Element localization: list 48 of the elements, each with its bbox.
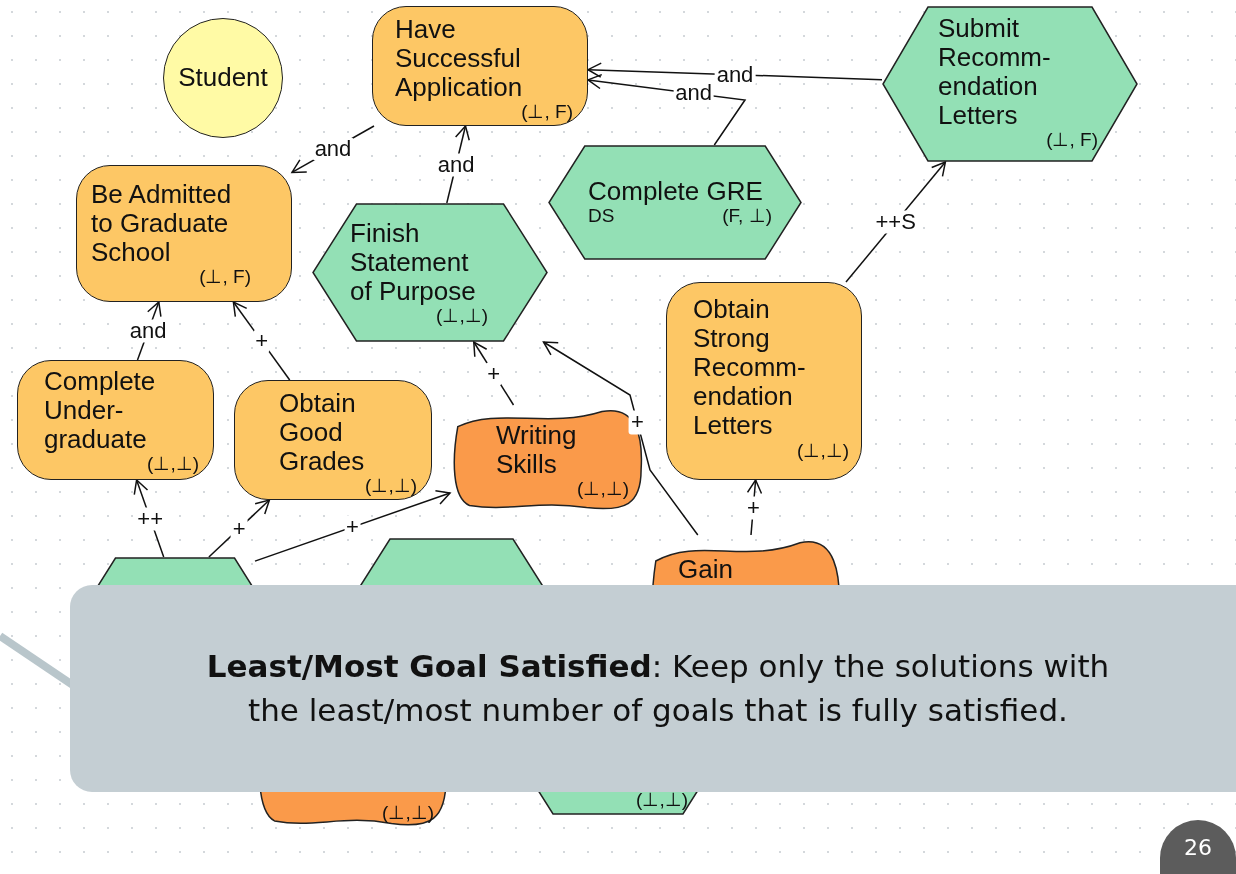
evaluation-label: (⊥,⊥): [577, 479, 629, 501]
node-label: Be Admitted to Graduate School: [91, 180, 233, 268]
goal-box: [372, 6, 588, 126]
edge-label: +: [253, 329, 270, 353]
task-hexagon: [312, 203, 548, 342]
edge-label: and: [714, 63, 756, 87]
task-hexagon: [548, 145, 802, 260]
arrow: [542, 341, 699, 536]
node-label: Have Successful Application: [395, 15, 524, 103]
evaluation-label: (F, ⊥): [722, 206, 772, 227]
edge-label: +: [628, 410, 646, 434]
edge-label: and: [435, 152, 477, 177]
goal-box: [666, 282, 862, 480]
evaluation-label: (⊥,⊥): [797, 440, 849, 462]
edge-label: +: [230, 516, 248, 541]
arrow: [232, 301, 291, 381]
node-label: Student: [178, 63, 268, 93]
goal-box: [76, 165, 292, 302]
node-label: Gain: [678, 555, 734, 585]
evaluation-label: (⊥,⊥): [636, 790, 688, 811]
evaluation-label: (⊥,⊥): [147, 454, 199, 476]
callout-text: Least/Most Goal Satisfied: Keep only the solutions with the least/most number of goals that is fully satisfied.: [205, 647, 1111, 730]
evaluation-label: (⊥,⊥): [382, 803, 434, 824]
arrow: [208, 499, 271, 558]
node-label: Complete Under- graduate: [44, 367, 157, 455]
node-label: Finish Statement of Purpose: [350, 219, 477, 307]
edge-label: and: [127, 319, 169, 343]
page-number: 26: [1160, 820, 1236, 874]
edge-label: ++S: [873, 210, 918, 234]
node-label: Obtain Good Grades: [279, 389, 366, 477]
task-hexagon: [882, 6, 1138, 162]
evaluation-label: (⊥,⊥): [365, 476, 417, 498]
evaluation-label: (⊥, F): [199, 267, 251, 289]
evaluation-label: (⊥, F): [521, 102, 573, 124]
node-label: Complete GRE: [588, 177, 764, 207]
node-label: Obtain Strong Recomm- endation Letters: [693, 295, 807, 441]
node-label: Submit Recomm- endation Letters: [938, 14, 1052, 131]
edge-label: ++: [135, 506, 165, 531]
goal-box: [234, 380, 432, 500]
node-label: Writing Skills: [496, 421, 578, 480]
evaluation-label: (⊥, F): [1046, 130, 1098, 152]
arrow: [473, 341, 515, 406]
goal-box: [17, 360, 214, 480]
arrow: [254, 489, 451, 562]
edge-label: and: [312, 137, 354, 161]
evaluation-label: (⊥,⊥): [436, 306, 488, 328]
edge-label: +: [485, 361, 503, 386]
node-sublabel: DS: [588, 206, 615, 227]
